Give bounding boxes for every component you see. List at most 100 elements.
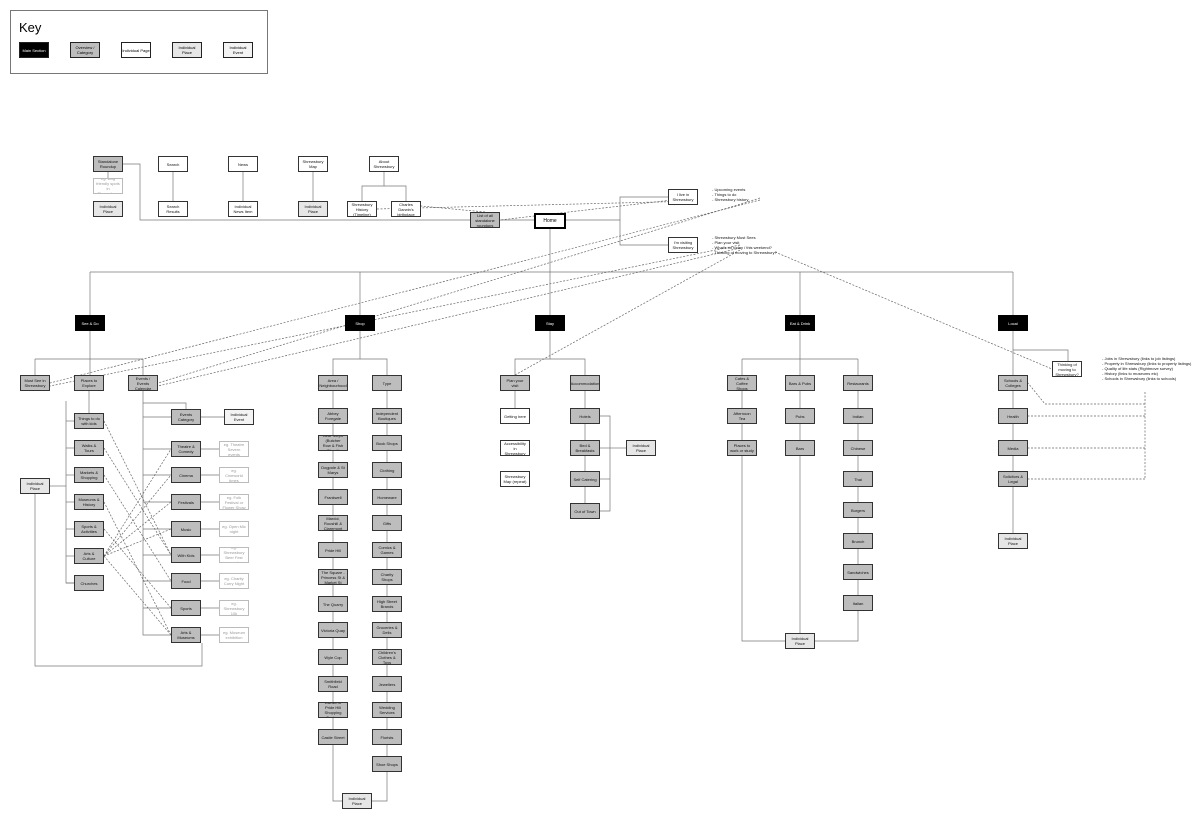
node-standalone-roundup: Standalone Roundup <box>93 156 123 172</box>
node-ev-food: Food <box>171 573 201 589</box>
key-individual-page: Individual Page <box>121 42 151 58</box>
node-shop: Shop <box>345 315 375 331</box>
cross-link <box>514 249 741 376</box>
node-search-results: Search Results <box>158 201 188 217</box>
node-hotels: Hotels <box>570 408 600 424</box>
node-self-catering: Self Catering <box>570 471 600 487</box>
node-pubs: Pubs <box>785 408 815 424</box>
cross-link <box>49 244 741 387</box>
cross-link <box>103 448 172 557</box>
connector <box>143 402 187 409</box>
note-line: - History (links to museums etc) <box>1102 371 1159 376</box>
node-darwin: Charles Darwin's birthplace <box>391 201 421 217</box>
node-area: Area / Neighbourhood <box>318 375 348 391</box>
connector <box>600 415 611 512</box>
node-news: News <box>228 156 258 172</box>
note-line: - Upcoming events <box>712 187 746 192</box>
connector <box>514 331 551 375</box>
cross-link <box>103 528 172 557</box>
connector <box>619 220 668 246</box>
node-ind-place-map: Individual Place <box>298 201 328 217</box>
node-bars-pubs: Bars & Pubs <box>785 375 815 391</box>
node-live-in: I live in Shrewsbury <box>668 189 698 205</box>
node-area-dogpole: Dogpole & St Marys <box>318 462 348 478</box>
node-museums-history: Museums & History <box>74 494 104 510</box>
cross-link <box>1027 382 1145 405</box>
connector <box>332 331 361 375</box>
node-area-quarry: The Quarry <box>318 596 348 612</box>
node-type-jewellers: Jewellers <box>372 676 402 692</box>
note-line: - Jobs in Shrewsbury (links to job listi… <box>1102 356 1176 361</box>
node-churches: Churches <box>74 575 104 591</box>
moving-notes: - Jobs in Shrewsbury (links to job listi… <box>1102 356 1191 381</box>
node-markets: Markets & Shopping <box>74 467 104 483</box>
visiting-notes: - Shrewsbury Must Sees - Plan your visit… <box>712 235 777 255</box>
node-area-castle: Castle Street <box>318 729 348 745</box>
cross-link <box>157 247 741 387</box>
note-line: - Quality of life stats (Rightmove surve… <box>1102 366 1173 371</box>
node-plan-visit: Plan your visit <box>500 375 530 391</box>
note-line: - Schools in Shrewsbury (links to school… <box>1102 376 1177 381</box>
connector <box>360 358 388 375</box>
node-ev-music: Music <box>171 521 201 537</box>
cross-link <box>420 205 486 213</box>
node-events-calendar: Events / Events Calendar <box>128 375 158 391</box>
node-r-burgers: Burgers <box>843 502 873 518</box>
node-ind-place-stay: Individual Place <box>626 440 656 456</box>
node-eg-food: eg. Charity Curry Night <box>219 573 249 589</box>
connector <box>372 772 388 802</box>
node-bnb: Bed & Breakfasts <box>570 440 600 456</box>
note-line: - Things to do <box>712 192 737 197</box>
node-arts-culture: Arts & Culture <box>74 548 104 564</box>
node-type-gifts: Gifts <box>372 515 402 531</box>
node-area-frankwell: Frankwell <box>318 489 348 505</box>
node-ind-place-see: Individual Place <box>20 478 50 494</box>
node-home: Home <box>534 213 566 229</box>
node-local: Local <box>998 315 1028 331</box>
node-ind-place-eat: Individual Place <box>785 633 815 649</box>
node-events-category: Events Category <box>171 409 201 425</box>
node-restaurants: Restaurants <box>843 375 873 391</box>
connector <box>550 358 586 375</box>
node-eg-music: eg. Open Mic night <box>219 521 249 537</box>
note-line: - Shrewsbury Must Sees <box>712 235 756 240</box>
node-area-mardol: Mardol, Roushill & Claremont <box>318 515 348 531</box>
node-thinking-moving: Thinking of moving to Shrewsbury? <box>1052 361 1082 377</box>
connector <box>1013 349 1069 361</box>
node-stay: Stay <box>535 315 565 331</box>
node-type: Type <box>372 375 402 391</box>
node-eg-sports: eg. Shrewsbury 10k <box>219 600 249 616</box>
node-ev-cinema: Cinema <box>171 467 201 483</box>
connector <box>741 456 785 642</box>
node-see-do: See & Do <box>75 315 105 331</box>
node-type-highstreet: High Street Brands <box>372 596 402 612</box>
note-line: - Shrewsbury history <box>712 197 749 202</box>
node-r-italian: Italian <box>843 595 873 611</box>
node-area-smithfield: Smithfield Road <box>318 676 348 692</box>
node-area-bear: Bear Steps (Butcher Row & Fish Street) <box>318 435 348 451</box>
node-r-chinese: Chinese <box>843 440 873 456</box>
node-search: Search <box>158 156 188 172</box>
node-work-study: Places to work or study <box>727 440 757 456</box>
node-area-wyle: Wyle Cop <box>318 649 348 665</box>
node-list-standalone: List of all standalone roundups <box>470 212 500 228</box>
node-eat-drink: Eat & Drink <box>785 315 815 331</box>
cross-link <box>103 420 172 556</box>
node-type-shoe: Shoe Shops <box>372 756 402 772</box>
note-line: - What's on today / this weekend? <box>712 245 772 250</box>
node-type-charity: Charity Shops <box>372 569 402 585</box>
cross-link <box>103 474 172 582</box>
node-type-groceries: Groceries & Delis <box>372 622 402 638</box>
node-area-darwin-centre: Darwin & Pride Hill Shopping Centres <box>318 702 348 718</box>
node-ind-place-local: Individual Place <box>998 533 1028 549</box>
note-line: - Thinking of moving to Shrewsbury? <box>712 250 777 255</box>
live-in-notes: - Upcoming events - Things to do - Shrew… <box>712 187 748 202</box>
node-area-abbey: Abbey Foregate <box>318 408 348 424</box>
node-eg-cinema: eg. Cineworld times <box>219 467 249 483</box>
node-out-of-town: Out of Town <box>570 503 600 519</box>
connector <box>332 745 342 802</box>
node-eg-dog-friendly: eg. Dog friendly spots in Shrewsbury <box>93 178 123 194</box>
node-eg-festivals: eg. Folk Festival or Flower Show <box>219 494 249 510</box>
node-cafes: Cafes & Coffee Shops <box>727 375 757 391</box>
